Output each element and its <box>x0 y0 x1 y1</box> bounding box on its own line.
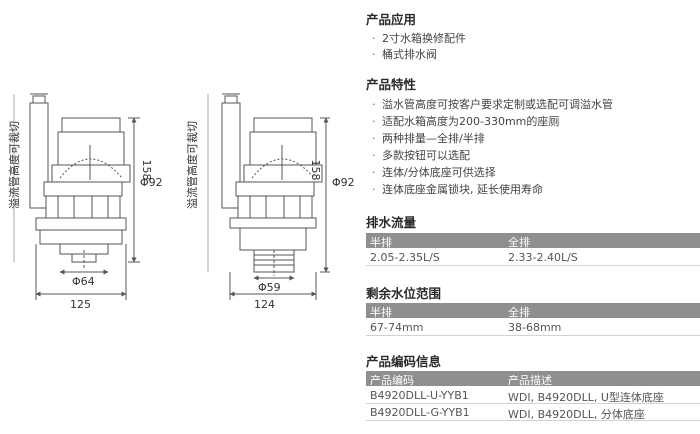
feature-item: 多款按钮可以选配 <box>372 147 470 163</box>
left-dim-dia-bottom: Φ64 <box>72 275 95 288</box>
table-cell: 2.05-2.35L/S <box>370 251 440 264</box>
features-title: 产品特性 <box>366 77 417 92</box>
table-header: 产品编码 产品描述 <box>366 371 700 387</box>
header-cell: 产品描述 <box>508 374 552 387</box>
codes-title: 产品编码信息 <box>366 354 442 369</box>
table-cell: B4920DLL-U-YYB1 <box>370 389 469 402</box>
right-dim-height: 158 <box>309 160 322 181</box>
table-header: 半排 全排 <box>366 303 700 319</box>
application-item: 2寸水箱换修配件 <box>372 30 466 46</box>
table-row: B4920DLL-G-YYB1 WDI, B4920DLL, 分体底座 <box>366 405 700 421</box>
feature-item: 溢水管高度可按客户要求定制或选配可调溢水管 <box>372 96 613 112</box>
table-cell: WDI, B4920DLL, 分体底座 <box>508 408 645 421</box>
valve-drawing-right <box>207 93 330 300</box>
feature-item: 连体底座金属锁块, 延长使用寿命 <box>372 181 543 197</box>
table-cell: WDI, B4920DLL, U型连体底座 <box>508 391 664 404</box>
water-level-title: 剩余水位范围 <box>366 286 442 301</box>
left-vertical-label: 溢流管高度可裁切 <box>7 121 21 209</box>
spec-panel: 产品应用 2寸水箱换修配件 桶式排水阀 产品特性 溢水管高度可按客户要求定制或选… <box>366 0 700 430</box>
header-cell: 半排 <box>370 306 392 319</box>
right-dim-dia-bottom: Φ59 <box>258 281 281 294</box>
feature-item: 连体/分体底座可供选择 <box>372 164 496 180</box>
valve-drawing-left <box>13 93 140 300</box>
drawing-canvas: 溢流管高度可裁切 158 Φ92 Φ64 125 <box>7 93 355 311</box>
application-title: 产品应用 <box>366 12 417 27</box>
header-cell: 半排 <box>370 236 392 249</box>
table-cell: 2.33-2.40L/S <box>508 251 578 264</box>
header-cell: 全排 <box>508 236 530 249</box>
table-cell: B4920DLL-G-YYB1 <box>370 406 470 419</box>
table-header: 半排 全排 <box>366 233 700 249</box>
application-item: 桶式排水阀 <box>372 46 437 62</box>
right-vertical-label: 溢流管高度可裁切 <box>185 121 199 209</box>
table-row: 2.05-2.35L/S 2.33-2.40L/S <box>366 250 700 266</box>
technical-drawings: 溢流管高度可裁切 158 Φ92 Φ64 125 <box>7 93 355 311</box>
header-cell: 产品编码 <box>370 374 414 387</box>
table-row: 67-74mm 38-68mm <box>366 320 700 336</box>
left-dim-width: 125 <box>70 298 91 311</box>
left-dim-height: 158 <box>140 160 153 181</box>
feature-item: 适配水箱高度为200-330mm的座厕 <box>372 113 559 129</box>
table-cell: 38-68mm <box>508 321 562 334</box>
flow-title: 排水流量 <box>366 215 417 230</box>
table-row: B4920DLL-U-YYB1 WDI, B4920DLL, U型连体底座 <box>366 388 700 404</box>
left-dim-dia-top: Φ92 <box>140 176 163 189</box>
feature-item: 两种排量—全排/半排 <box>372 130 485 146</box>
right-dim-dia-top: Φ92 <box>332 176 355 189</box>
table-cell: 67-74mm <box>370 321 424 334</box>
right-dim-width: 124 <box>254 298 275 311</box>
header-cell: 全排 <box>508 306 530 319</box>
